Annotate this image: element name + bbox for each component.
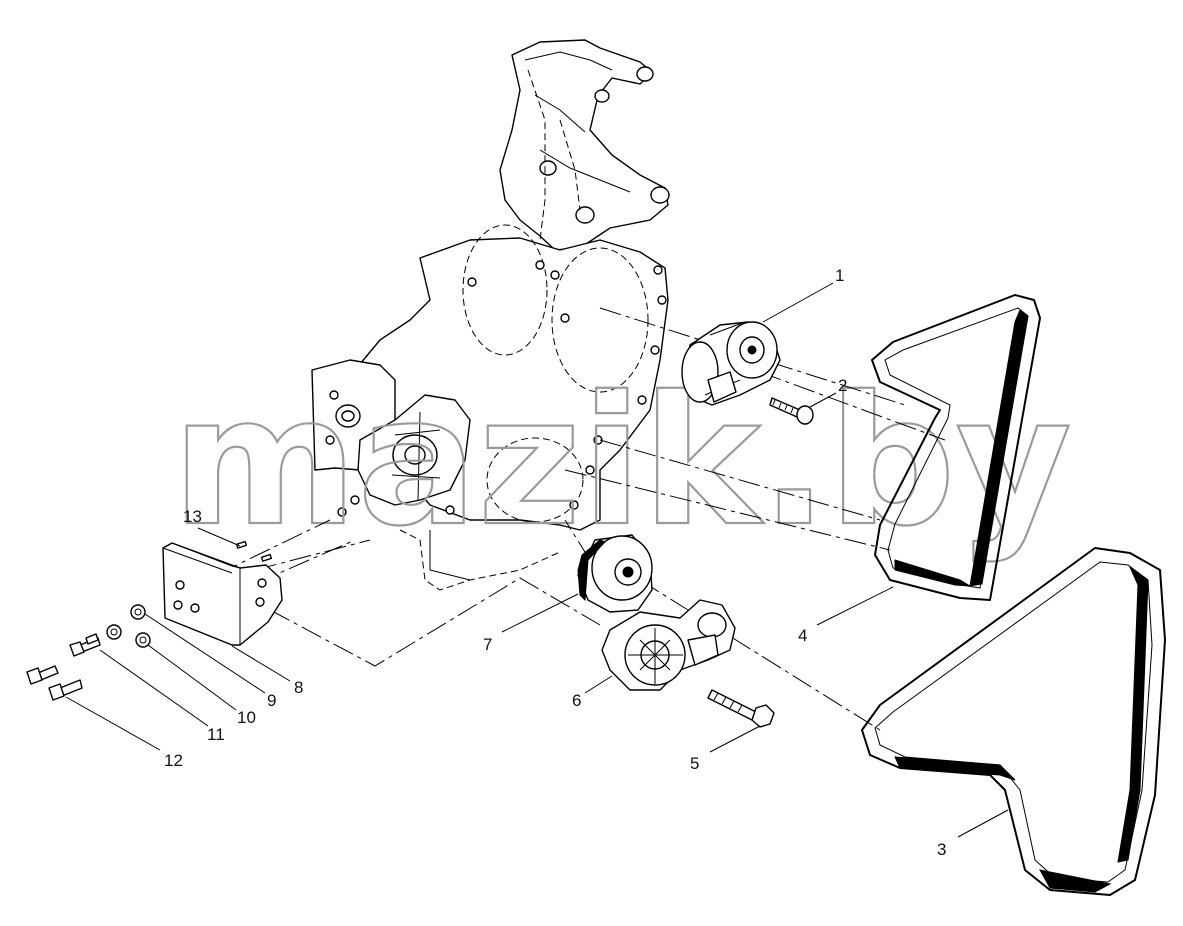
watermark-text: mazik.by <box>172 358 1072 565</box>
part-3-belt-lower <box>861 547 1166 896</box>
housing-bolt-holes <box>325 260 667 517</box>
callout-1: 1 <box>835 266 844 285</box>
part-6-belt-tensioner <box>601 599 736 691</box>
callout-4: 4 <box>798 626 807 645</box>
callout-labels: 1 2 3 4 5 6 7 8 9 10 11 12 13 <box>164 266 946 859</box>
callout-9: 9 <box>267 691 276 710</box>
part-4-belt-upper <box>871 294 1041 601</box>
part-7-idler-pulley <box>577 534 653 613</box>
callout-7: 7 <box>483 635 492 654</box>
callout-11: 11 <box>207 725 225 744</box>
part-2-bolt <box>769 397 814 425</box>
callout-12: 12 <box>164 751 183 770</box>
callout-13: 13 <box>183 507 202 526</box>
part-5-bolt <box>707 689 775 728</box>
part-11-12-bolts <box>26 633 101 701</box>
callout-10: 10 <box>237 708 256 727</box>
part-1-tensioner-pulley <box>681 321 781 406</box>
callout-5: 5 <box>690 754 699 773</box>
callout-8: 8 <box>294 678 303 697</box>
callout-6: 6 <box>572 691 581 710</box>
part-8-bracket <box>162 542 283 646</box>
callout-leaders <box>65 282 1009 838</box>
part-9-10-washers <box>106 604 151 648</box>
engine-front-housing <box>311 39 670 591</box>
callout-2: 2 <box>838 376 847 395</box>
part-13-dowel-pins <box>235 540 273 562</box>
callout-3: 3 <box>937 840 946 859</box>
